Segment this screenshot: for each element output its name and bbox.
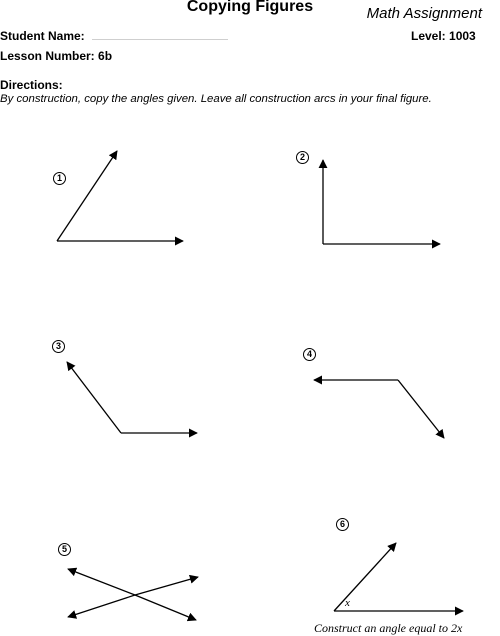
figure-6-angle xyxy=(333,542,464,616)
assignment-label: Math Assignment xyxy=(366,5,482,22)
page-title: Copying Figures xyxy=(186,0,314,15)
directions-heading: Directions: xyxy=(0,78,63,92)
figure-6-caption: Construct an angle equal to 2x xyxy=(314,621,463,635)
figure-6-angle-label: x xyxy=(345,597,350,609)
figure-4-angle xyxy=(313,375,445,439)
figure-2-angle xyxy=(318,159,441,249)
level-label: Level: 1003 xyxy=(411,29,476,43)
figure-5-crossing-lines xyxy=(67,567,199,622)
figure-4-number: 4 xyxy=(303,348,316,361)
directions-text: By construction, copy the angles given. … xyxy=(0,93,432,105)
figure-6-number: 6 xyxy=(336,518,349,531)
figure-5-number: 5 xyxy=(58,543,71,556)
figure-3-angle xyxy=(66,361,198,438)
figure-1-angle xyxy=(56,150,184,246)
figure-2-number: 2 xyxy=(296,151,309,164)
student-name-line xyxy=(92,39,228,40)
figure-1-number: 1 xyxy=(53,172,66,185)
figure-3-number: 3 xyxy=(52,340,65,353)
student-name-label: Student Name: xyxy=(0,29,85,43)
lesson-label: Lesson Number: 6b xyxy=(0,49,113,63)
